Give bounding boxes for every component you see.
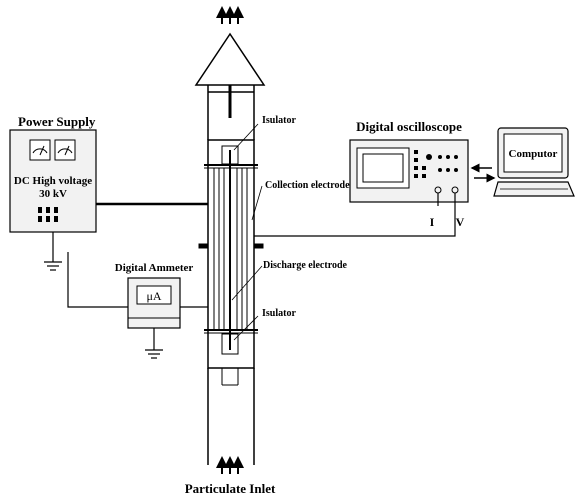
inlet-arrows-icon <box>216 456 244 474</box>
monitor-icon <box>497 127 569 179</box>
data-link-arrows <box>470 163 496 183</box>
collection-electrode-label: Collection electrode <box>265 180 350 191</box>
power-supply-desc-line1: DC High voltage <box>14 175 92 187</box>
label-leaders <box>231 123 263 341</box>
precipitator-column <box>198 139 264 465</box>
power-supply-desc-line2: 30 kV <box>39 188 67 200</box>
chimney-legs <box>207 85 255 140</box>
computer <box>493 127 575 197</box>
computer-label: Computor <box>509 148 558 160</box>
discharge-electrode-label: Discharge electrode <box>263 260 348 271</box>
ammeter-wiring <box>67 252 208 308</box>
outlet-arrows-icon <box>216 6 244 24</box>
digital-ammeter <box>127 277 181 329</box>
power-supply-switches <box>38 207 58 222</box>
power-supply-unit <box>9 129 97 233</box>
isulator-bottom-label: Isulator <box>262 308 296 319</box>
digital-oscilloscope <box>349 139 469 203</box>
ammeter-unit: μA <box>146 289 161 303</box>
voltage-label: V <box>456 215 465 229</box>
probe-wiring <box>254 193 456 237</box>
particulate-inlet-label: Particulate Inlet <box>185 481 276 496</box>
keyboard-icon <box>493 181 575 197</box>
current-label: I <box>430 215 435 229</box>
meter-icon <box>29 139 76 161</box>
oscilloscope-title: Digital oscilloscope <box>356 119 462 134</box>
power-supply-title: Power Supply <box>18 114 96 129</box>
chimney-roof <box>194 32 266 86</box>
ground-icon <box>44 232 62 271</box>
digital-ammeter-title: Digital Ammeter <box>115 262 194 274</box>
isulator-top-label: Isulator <box>262 115 296 126</box>
ground-icon <box>145 328 163 359</box>
